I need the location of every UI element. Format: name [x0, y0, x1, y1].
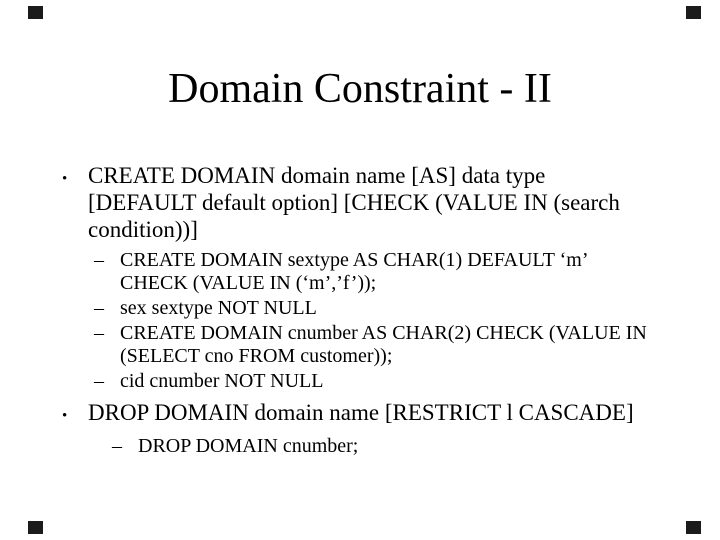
dash-icon: – — [94, 322, 104, 344]
dash-icon: – — [94, 249, 104, 271]
bullet-icon: • — [62, 171, 68, 187]
bullet-text: CREATE DOMAIN domain name [AS] data type… — [88, 163, 620, 242]
dash-icon: – — [94, 297, 104, 319]
slide-title: Domain Constraint - II — [168, 66, 552, 112]
bullet-text: DROP DOMAIN domain name [RESTRICT l CASC… — [88, 400, 634, 425]
bullet-item-create-domain-syntax: • CREATE DOMAIN domain name [AS] data ty… — [0, 162, 720, 243]
corner-mark-top-right — [686, 6, 701, 19]
bullet-icon: • — [62, 408, 68, 424]
corner-mark-bottom-right — [686, 521, 701, 534]
sub-item-text: DROP DOMAIN cnumber; — [138, 435, 359, 457]
sub-item-sex-sextype: – sex sextype NOT NULL — [94, 297, 720, 320]
sub-item-text: CREATE DOMAIN sextype AS CHAR(1) DEFAULT… — [120, 249, 589, 294]
sub-item-drop-domain-cnumber: – DROP DOMAIN cnumber; — [112, 435, 720, 458]
sub-item-create-domain-sextype: – CREATE DOMAIN sextype AS CHAR(1) DEFAU… — [94, 249, 720, 295]
bullet-item-drop-domain-syntax: • DROP DOMAIN domain name [RESTRICT l CA… — [0, 399, 720, 430]
dash-icon: – — [94, 370, 104, 392]
sub-item-text: CREATE DOMAIN cnumber AS CHAR(2) CHECK (… — [120, 322, 647, 367]
sub-item-create-domain-cnumber: – CREATE DOMAIN cnumber AS CHAR(2) CHECK… — [94, 322, 720, 368]
dash-icon: – — [112, 435, 122, 457]
corner-mark-bottom-left — [28, 521, 43, 534]
slide-body: • CREATE DOMAIN domain name [AS] data ty… — [0, 162, 720, 458]
corner-mark-top-left — [28, 6, 43, 19]
sub-item-text: cid cnumber NOT NULL — [120, 370, 324, 392]
sub-item-text: sex sextype NOT NULL — [120, 297, 317, 319]
sub-item-cid-cnumber: – cid cnumber NOT NULL — [94, 370, 720, 393]
